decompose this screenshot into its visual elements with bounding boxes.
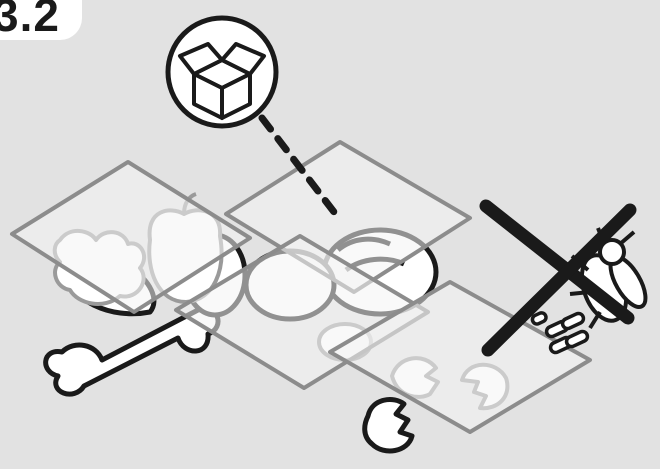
cardboard-box-icon xyxy=(168,18,276,126)
paper-sheets xyxy=(12,142,590,432)
no-insects-sign xyxy=(486,206,652,354)
eggshell-icon xyxy=(365,400,412,451)
